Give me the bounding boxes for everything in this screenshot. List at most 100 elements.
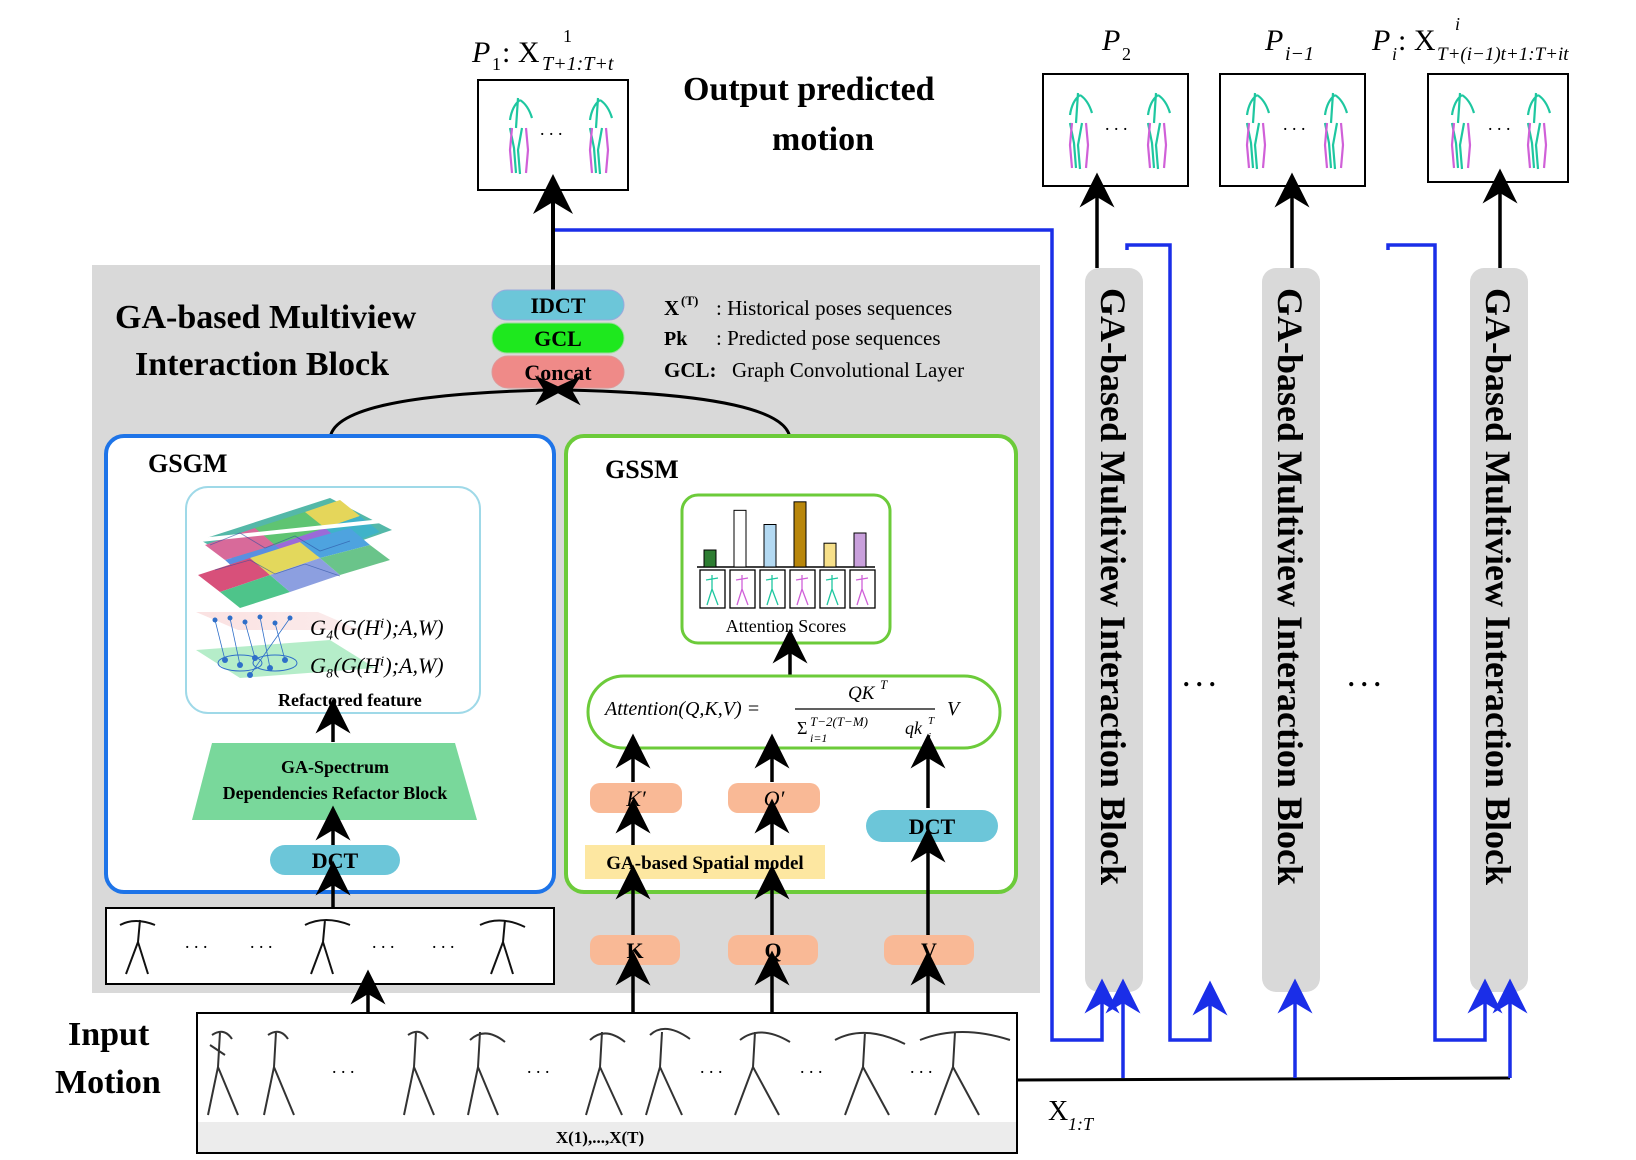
input-ellipsis-2: . . . [527, 1057, 550, 1077]
attention-formula: Attention(Q,K,V) = QK T Σ T−2(T−M) i=1 q… [603, 677, 962, 745]
right-block-i-label: GA-based Multiview Interaction Block [1478, 288, 1518, 885]
svg-text:Attention(Q,K,V) =: Attention(Q,K,V) = [603, 698, 760, 720]
attention-bars [703, 501, 867, 568]
gcl-label: GCL [534, 326, 582, 351]
output-pi-ellipsis: . . . [1488, 114, 1511, 134]
feedback-pim1-to-blocki [1386, 243, 1503, 1042]
output-p2-poses [1068, 92, 1172, 170]
qprime-node [728, 783, 820, 813]
svg-text:Pk: Pk [664, 328, 688, 350]
svg-text:i: i [1392, 44, 1397, 64]
refactor-block [192, 743, 477, 820]
output-pim1-label: P i−1 [1264, 24, 1314, 65]
k-label: K [626, 938, 643, 963]
gcl-node [491, 322, 625, 354]
svg-text:(T): (T) [681, 293, 698, 308]
idct-node [491, 289, 625, 321]
attention-bar [703, 549, 717, 568]
feedback-p1-to-block2 [555, 228, 1120, 1042]
output-pim1-ellipsis: . . . [1283, 114, 1306, 134]
gsgm-title: GSGM [148, 449, 227, 478]
output-p2-ellipsis: . . . [1105, 114, 1128, 134]
gsgm-dct-node [270, 845, 400, 875]
svg-text:X: X [664, 296, 679, 320]
svg-text:Σ: Σ [797, 718, 807, 738]
svg-text:P: P [1371, 24, 1390, 57]
g8-label: G₈(G(Hⁱ);A,W) [310, 653, 444, 678]
svg-text:V: V [947, 698, 962, 720]
arrow-gssm-to-concat [551, 375, 792, 495]
block-title-line2: Interaction Block [135, 346, 389, 383]
right-block-i [1470, 268, 1528, 992]
kprime-node [590, 783, 682, 813]
svg-text:: X: : X [1398, 24, 1436, 57]
attention-bar [823, 542, 837, 568]
input-ellipsis-4: . . . [800, 1057, 823, 1077]
svg-text:X: X [1048, 1096, 1068, 1127]
attention-scores-label: Attention Scores [726, 616, 846, 636]
history-bus [1016, 1076, 1511, 1082]
svg-text:i: i [1455, 14, 1460, 34]
svg-text:i−1: i−1 [1285, 43, 1314, 65]
output-p1-poses [508, 97, 614, 175]
svg-text:i: i [928, 731, 931, 743]
history-strip-poses [119, 919, 526, 975]
svg-text:Graph Convolutional Layer: Graph Convolutional Layer [732, 358, 964, 382]
history-strip-ellipsis-4: . . . [432, 932, 455, 952]
input-ellipsis-1: . . . [332, 1057, 355, 1077]
svg-text:i=1: i=1 [810, 731, 827, 745]
svg-text:P: P [1264, 24, 1283, 57]
v-label: V [921, 938, 937, 963]
svg-text:GCL:: GCL: [664, 358, 717, 382]
idct-label: IDCT [530, 293, 585, 318]
attention-pose-thumbs [699, 569, 876, 609]
concat-label: Concat [524, 360, 592, 385]
q-label: Q [764, 938, 781, 963]
svg-text:T: T [928, 715, 935, 727]
svg-text:P: P [1101, 24, 1120, 57]
history-strip-ellipsis-3: . . . [372, 932, 395, 952]
attention-bar [853, 532, 867, 568]
spatial-model-label: GA-based Spatial model [606, 853, 803, 874]
svg-text:T: T [880, 677, 888, 692]
attention-formula-frame [586, 674, 1002, 750]
svg-text:T−2(T−M): T−2(T−M) [810, 714, 868, 729]
output-p1-frame [477, 79, 629, 191]
feedback-p2-to-next [1125, 243, 1228, 1042]
qprime-label: Q′ [764, 786, 786, 811]
legend: X (T) : Historical poses sequences Pk : … [664, 293, 964, 382]
input-seq-label-bar [198, 1122, 1016, 1152]
svg-text:P: P [471, 36, 490, 69]
input-seq-label: X(1),...,X(T) [556, 1128, 644, 1147]
svg-text:: Predicted pose sequences: : Predicted pose sequences [716, 326, 941, 350]
svg-text:: Historical poses sequences: : Historical poses sequences [716, 296, 952, 320]
gssm-dct-label: DCT [909, 814, 956, 839]
output-pi-label: P i : X i T+(i−1)t+1:T+it [1371, 14, 1569, 65]
svg-text:T+1:T+t: T+1:T+t [542, 53, 614, 75]
right-block-2 [1085, 268, 1143, 992]
q-node [728, 935, 818, 965]
g4-label: G₄(G(Hⁱ);A,W) [310, 615, 444, 640]
svg-text:: X: : X [502, 36, 540, 69]
block-title-line1: GA-based Multiview [115, 299, 417, 336]
svg-text:1:T: 1:T [1068, 1114, 1095, 1134]
refactored-feature-label: Refactored feature [278, 690, 422, 710]
right-block-im1 [1262, 268, 1320, 992]
k-node [590, 935, 680, 965]
refactor-block-line2: Dependencies Refactor Block [223, 783, 448, 803]
history-bus-label: X 1:T [1048, 1096, 1095, 1134]
refactor-block-line1: GA-Spectrum [281, 757, 389, 777]
spectral-grid-illustration [196, 498, 393, 678]
kprime-label: K′ [625, 786, 647, 811]
attention-bar [793, 501, 807, 568]
svg-text:QK: QK [848, 683, 876, 704]
right-ellipsis-1: . . . [1183, 663, 1216, 692]
input-title-line2: Motion [55, 1064, 161, 1101]
arrow-gsgm-to-concat [328, 375, 565, 475]
output-pi-poses [1450, 92, 1552, 170]
right-ellipsis-2: . . . [1348, 663, 1381, 692]
input-title-line1: Input [68, 1016, 150, 1053]
attention-bar [763, 524, 777, 568]
output-pim1-poses [1245, 92, 1349, 170]
input-ellipsis-3: . . . [700, 1057, 723, 1077]
